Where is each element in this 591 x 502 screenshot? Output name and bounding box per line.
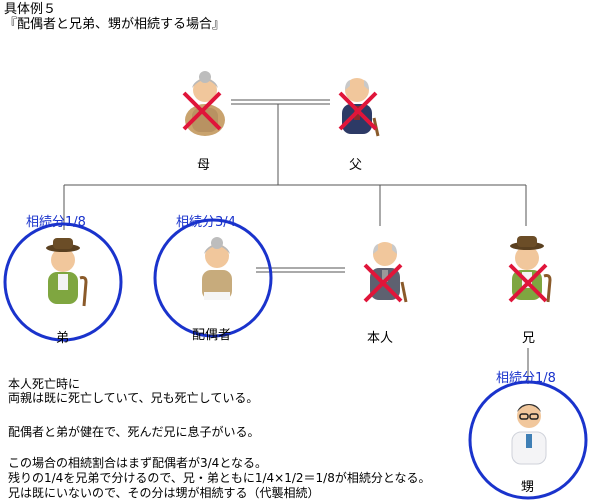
- deceased-cross-mother: [182, 91, 222, 131]
- share-younger-brother: 相続分1/8: [26, 215, 86, 230]
- heir-circle-younger-brother: [3, 222, 123, 342]
- deceased-cross-father: [338, 91, 378, 131]
- share-spouse: 相続分3/4: [176, 215, 236, 230]
- example-title: 『配偶者と兄弟、甥が相続する場合』: [4, 17, 226, 32]
- label-elder-brother: 兄: [522, 331, 536, 346]
- deceased-cross-self: [363, 263, 403, 303]
- doctor-icon: [511, 404, 547, 465]
- man-with-hat-icon: [46, 238, 88, 307]
- label-self: 本人: [367, 331, 394, 346]
- share-nephew: 相続分1/8: [496, 371, 556, 386]
- note-line: この場合の相続割合はまず配偶者が3/4となる。: [8, 456, 267, 470]
- label-nephew: 甥: [521, 480, 535, 495]
- label-mother: 母: [197, 158, 211, 173]
- label-younger-brother: 弟: [56, 331, 70, 346]
- example-number: 具体例５: [4, 2, 57, 17]
- note-line: 配偶者と弟が健在で、死んだ兄に息子がいる。: [8, 425, 260, 439]
- heir-circle-spouse: [153, 218, 273, 338]
- label-spouse: 配偶者: [192, 328, 232, 343]
- nephew-figure: [502, 394, 556, 466]
- elderly-woman-icon: [185, 71, 225, 136]
- note-line: 両親は既に死亡していて、兄も死亡している。: [8, 391, 259, 405]
- spouse-figure: [190, 234, 244, 308]
- note-line: 兄は既にいないので、その分は甥が相続する（代襲相続）: [8, 486, 320, 500]
- elderly-woman-icon: [202, 237, 232, 300]
- younger-brother-figure: [36, 234, 92, 308]
- note-line: 残りの1/4を兄弟で分けるので、兄・弟ともに1/4×1/2＝1/8が相続分となる…: [8, 471, 431, 485]
- note-line: 本人死亡時に: [8, 377, 81, 391]
- heir-circle-nephew: [468, 380, 588, 500]
- mother-figure: [178, 68, 232, 138]
- label-father: 父: [349, 158, 363, 173]
- deceased-cross-elder-brother: [508, 263, 548, 303]
